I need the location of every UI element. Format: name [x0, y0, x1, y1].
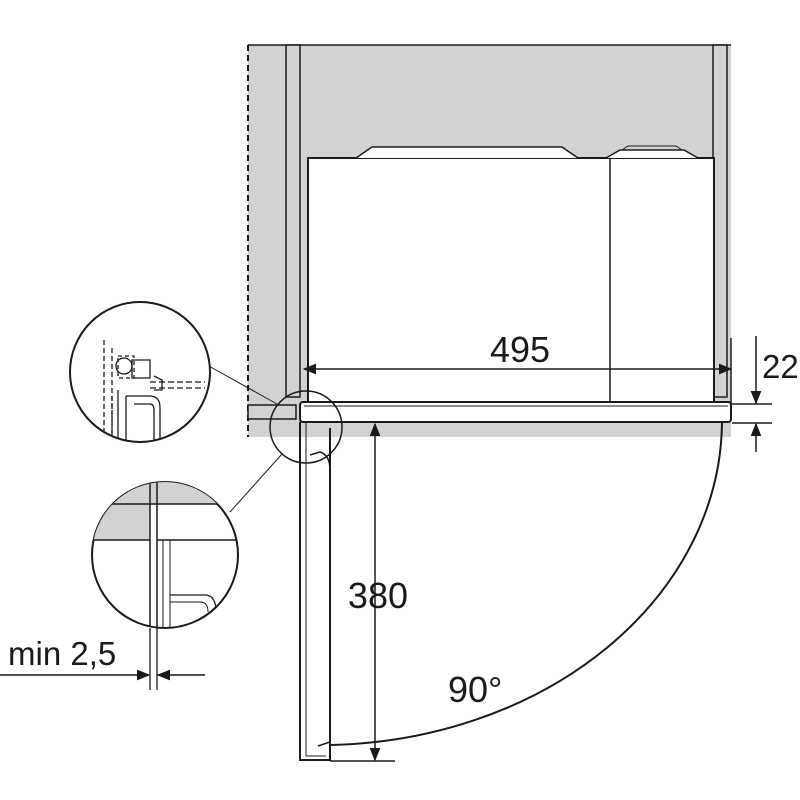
height-dimension: [330, 422, 395, 762]
door-swing-arc: [329, 421, 723, 746]
leader-line-top: [206, 364, 278, 405]
hinge-detail-top: [69, 301, 211, 443]
hinge-detail-bottom: [91, 481, 239, 629]
width-dimension: [302, 338, 733, 404]
gap-label: min 2,5: [8, 635, 116, 672]
gap-dimension: [0, 628, 205, 690]
angle-label: 90°: [448, 669, 502, 710]
door-thickness-label: 22: [762, 348, 799, 385]
leader-line-bottom: [229, 453, 283, 513]
appliance-body: [307, 145, 715, 403]
door-thickness-dimension: [732, 336, 772, 452]
height-label: 380: [348, 575, 408, 616]
appliance-door: [299, 401, 732, 761]
width-label: 495: [490, 329, 550, 370]
detail-callout-circle: [269, 390, 343, 464]
